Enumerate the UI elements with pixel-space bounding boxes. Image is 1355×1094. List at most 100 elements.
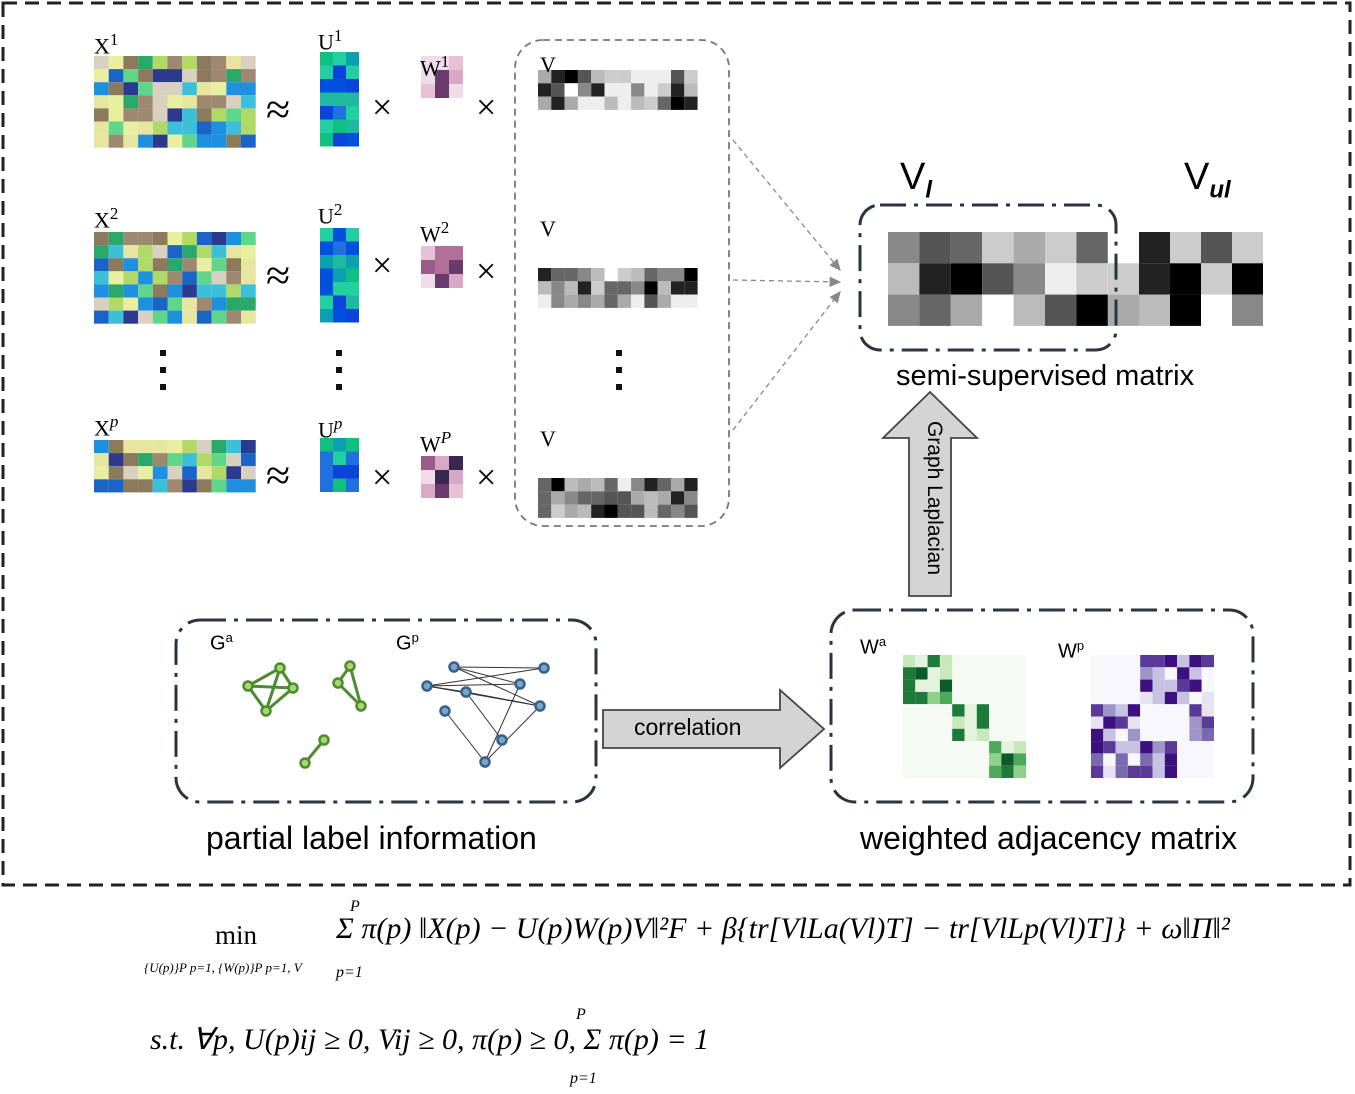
wp-heatmap-cell xyxy=(1140,753,1153,766)
vul-matrix-cell xyxy=(1108,232,1139,264)
x-matrix-1-cell xyxy=(211,56,227,70)
v-matrix-3-cell xyxy=(551,491,565,505)
v-matrix-3-cell xyxy=(604,504,618,518)
u-matrix-2-cell xyxy=(346,309,359,323)
x-matrix-2-cell xyxy=(241,297,256,311)
x-matrix-1-cell xyxy=(241,69,256,83)
v-matrix-2-cell xyxy=(591,281,605,295)
x-matrix-2-cell xyxy=(94,258,109,272)
u-matrix-1-cell xyxy=(346,106,359,120)
v-matrix-1-cell xyxy=(604,96,618,110)
v-matrix-1-cell xyxy=(657,70,671,84)
v-matrix-3-cell xyxy=(577,504,592,518)
x-matrix-2-cell xyxy=(152,245,168,259)
wa-heatmap-cell xyxy=(939,716,953,729)
u-matrix-1-cell xyxy=(346,92,359,106)
wa-label: Wa xyxy=(860,634,887,659)
x-matrix-2-cell xyxy=(138,284,153,298)
dashed-arrow-2 xyxy=(732,276,842,288)
wa-heatmap-cell xyxy=(903,728,916,742)
vl-label: Vl xyxy=(900,156,933,204)
wp-heatmap-cell xyxy=(1115,655,1128,668)
v-matrix-3-cell xyxy=(644,478,658,492)
objective-formula: min {U(p)}P p=1, {W(p)}P p=1, V P p=1 Σ … xyxy=(140,898,1290,998)
x-matrix-3-cell xyxy=(167,466,183,480)
vl-matrix-cell xyxy=(1076,294,1108,326)
wp-heatmap-cell xyxy=(1201,679,1214,692)
x-matrix-2-cell xyxy=(182,271,197,285)
wp-heatmap-cell xyxy=(1152,716,1165,729)
min-subscript: {U(p)}P p=1, {W(p)}P p=1, V xyxy=(144,960,302,975)
x-matrix-1-cell xyxy=(196,69,212,83)
graph-laplacian-arrow xyxy=(880,390,980,597)
wp-heatmap-cell xyxy=(1140,655,1153,668)
vl-matrix-cell xyxy=(1076,263,1108,295)
wp-heatmap-cell xyxy=(1140,765,1153,778)
x-matrix-1-cell xyxy=(241,56,256,70)
wa-heatmap-cell xyxy=(915,741,928,754)
u1-label: U1 xyxy=(318,26,343,55)
v-matrix-2-cell xyxy=(617,294,632,308)
x-matrix-2-cell xyxy=(226,245,241,259)
wp-heatmap-cell xyxy=(1091,691,1104,705)
wp-heatmap-cell xyxy=(1091,667,1104,680)
wa-heatmap-cell xyxy=(1001,667,1014,680)
up-label: Up xyxy=(318,414,343,443)
v-matrix-2-cell xyxy=(644,294,658,308)
x-matrix-1-cell xyxy=(123,121,139,135)
graph-node xyxy=(421,680,433,692)
ga-label: Ga xyxy=(210,630,233,655)
x-matrix-3-cell xyxy=(241,440,256,454)
wa-heatmap-cell xyxy=(952,679,965,692)
x-matrix-1-cell xyxy=(152,82,168,96)
wp-heatmap-cell xyxy=(1127,728,1141,742)
w-matrix-2-cell xyxy=(449,274,463,288)
partial-label-box xyxy=(174,618,598,804)
w-matrix-2-cell xyxy=(421,260,435,274)
wa-heatmap-cell xyxy=(1001,679,1014,692)
wp-heatmap-cell xyxy=(1103,716,1116,729)
u-matrix-2-cell xyxy=(320,295,333,309)
wp-heatmap-cell xyxy=(1177,716,1190,729)
semi-supervised-caption: semi-supervised matrix xyxy=(896,360,1195,392)
graph-edge xyxy=(484,683,521,763)
v-matrix-3-cell xyxy=(564,504,578,518)
x-matrix-3-cell xyxy=(196,440,212,454)
x-matrix-2-cell xyxy=(138,258,153,272)
x-matrix-2-cell xyxy=(241,271,256,285)
constraint-sum-top: P xyxy=(576,1006,586,1023)
x-matrix-3-cell xyxy=(152,466,168,480)
vl-matrix-cell xyxy=(982,232,1014,264)
wa-heatmap-cell xyxy=(976,716,990,729)
wa-heatmap-cell xyxy=(976,691,990,705)
w1-label: W1 xyxy=(420,52,450,81)
x-matrix-1-cell xyxy=(94,56,109,70)
u-matrix-2-cell xyxy=(333,282,346,296)
v-matrix-2-cell xyxy=(564,294,578,308)
u-matrix-3-cell xyxy=(346,451,359,465)
wp-heatmap-cell xyxy=(1189,655,1202,668)
wa-heatmap-cell xyxy=(915,655,928,668)
constraint-sum-bottom: p=1 xyxy=(570,1070,597,1087)
x-matrix-2-cell xyxy=(123,310,139,324)
x-matrix-2-cell xyxy=(211,271,227,285)
wa-heatmap-cell xyxy=(964,655,977,668)
wa-heatmap-cell xyxy=(939,691,953,705)
v-matrix-2-cell xyxy=(671,268,685,282)
graph-node xyxy=(299,757,311,769)
v-matrix-2-cell xyxy=(538,294,552,308)
graph-node xyxy=(242,680,254,692)
wa-heatmap-cell xyxy=(915,679,928,692)
wp-heatmap-cell xyxy=(1127,716,1141,729)
u-matrix-1-cell xyxy=(333,133,346,147)
x-matrix-1-cell xyxy=(138,82,153,96)
wa-heatmap-cell xyxy=(1001,765,1014,778)
x-matrix-2-cell xyxy=(241,258,256,272)
w-matrix-1-cell xyxy=(449,56,463,70)
u-matrix-3 xyxy=(320,438,359,492)
graph-node xyxy=(460,686,472,698)
vul-matrix-cell xyxy=(1139,263,1170,295)
x-matrix-3-cell xyxy=(108,440,124,454)
v-matrix-1-cell xyxy=(591,83,605,97)
x-matrix-1-cell xyxy=(241,134,256,148)
